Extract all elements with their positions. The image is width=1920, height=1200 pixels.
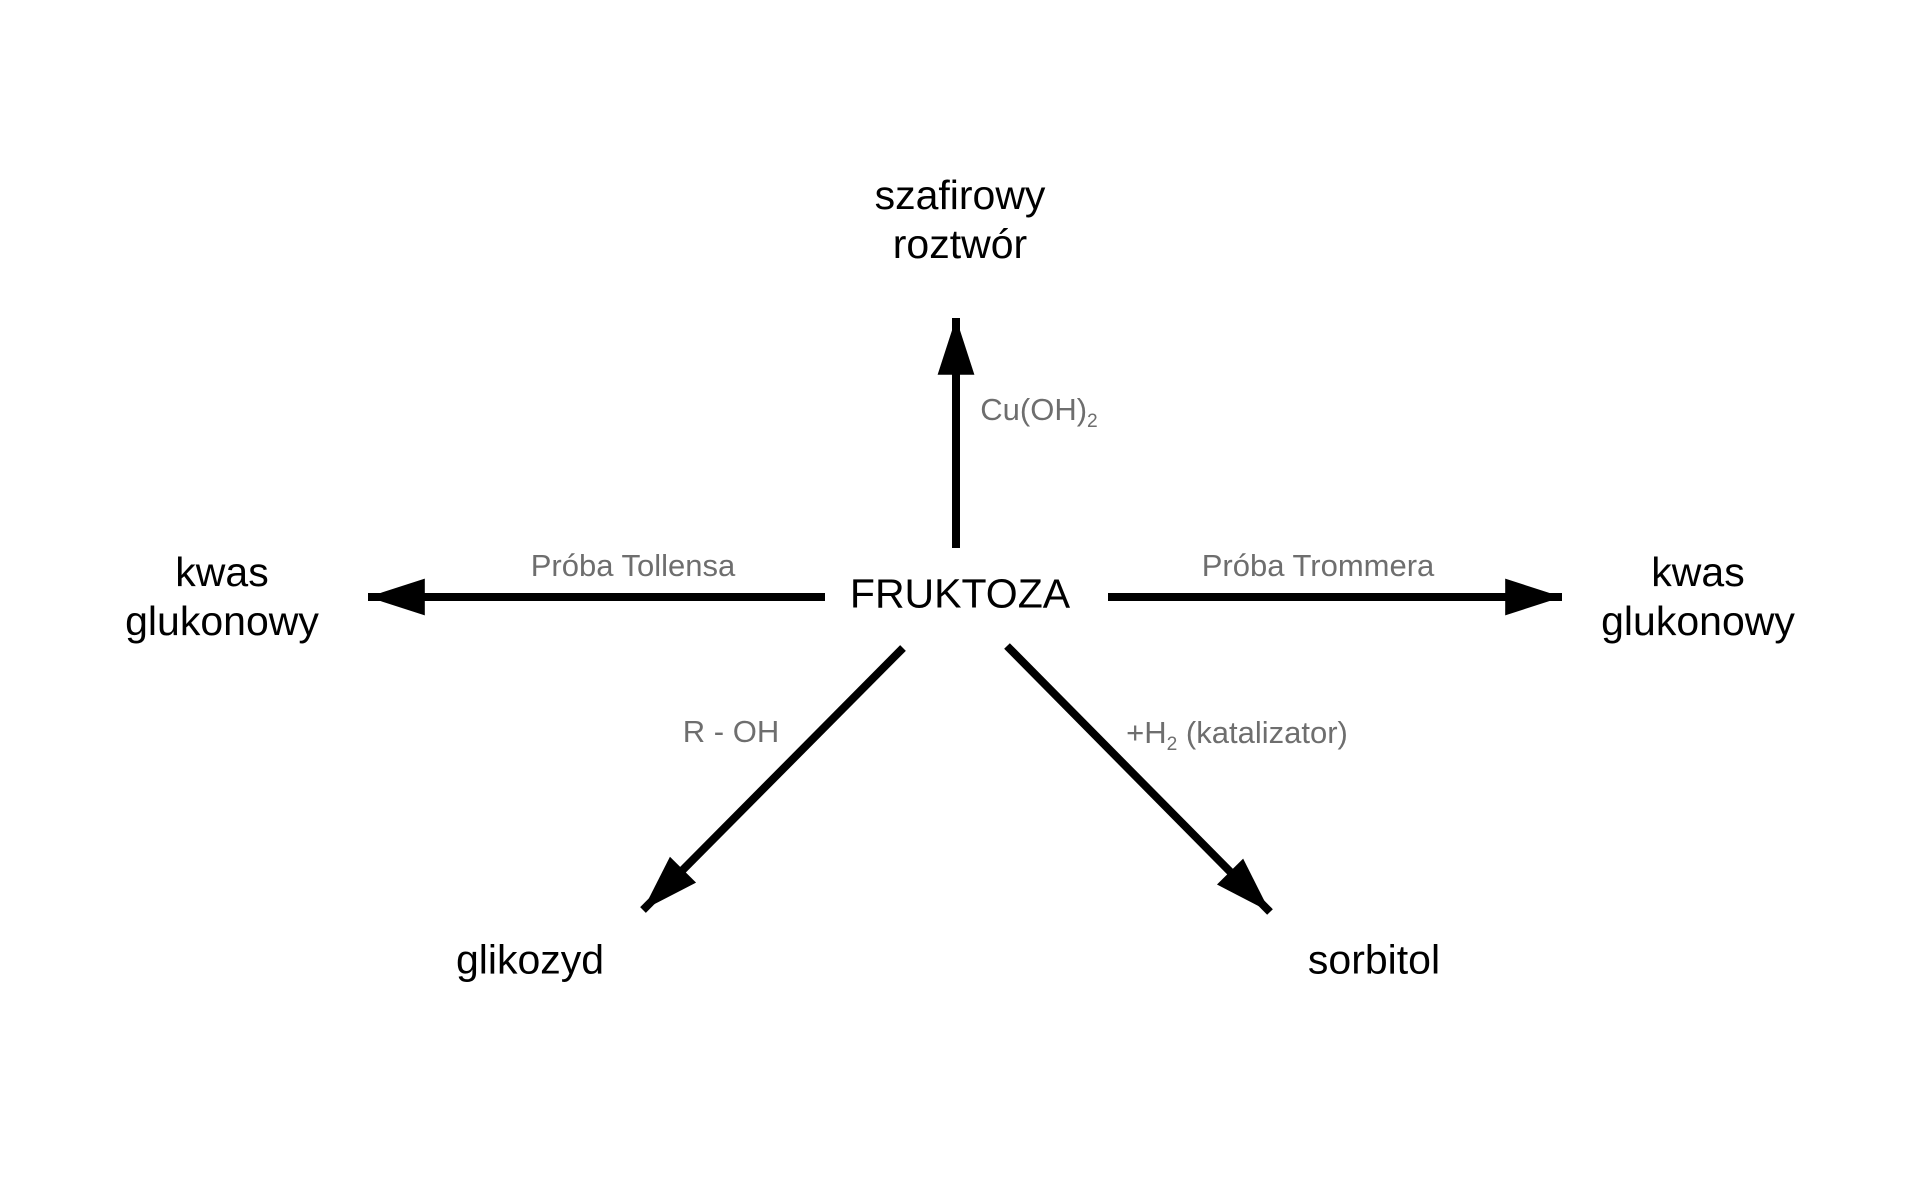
edge-label-h2-katalizator-subscript: 2 bbox=[1166, 733, 1178, 755]
node-szafirowy-roztwor-line2: roztwór bbox=[892, 221, 1028, 267]
node-sorbitol: sorbitol bbox=[1308, 936, 1440, 985]
edge-label-proba-tollensa: Próba Tollensa bbox=[531, 548, 736, 584]
arrow-to-glikozyd bbox=[640, 645, 906, 913]
node-kwas-glukonowy-right: kwas glukonowy bbox=[1601, 548, 1795, 646]
node-kwas-glukonowy-left: kwas glukonowy bbox=[125, 548, 319, 646]
node-kwas-glukonowy-right-line2: glukonowy bbox=[1601, 598, 1795, 644]
node-kwas-glukonowy-left-line2: glukonowy bbox=[125, 598, 319, 644]
node-szafirowy-roztwor-line1: szafirowy bbox=[874, 172, 1046, 218]
edge-label-h2-katalizator-post: (katalizator) bbox=[1177, 715, 1348, 750]
node-glikozyd-label: glikozyd bbox=[455, 936, 605, 983]
node-glikozyd: glikozyd bbox=[456, 936, 604, 985]
edge-label-cu-oh-2-subscript: 2 bbox=[1087, 410, 1098, 432]
node-fruktoza: FRUKTOZA bbox=[850, 570, 1070, 619]
node-kwas-glukonowy-right-line1: kwas bbox=[1651, 549, 1745, 595]
node-kwas-glukonowy-left-line1: kwas bbox=[175, 549, 269, 595]
edge-label-proba-trommera-text: Próba Trommera bbox=[1201, 548, 1435, 583]
arrow-to-sorbitol bbox=[1004, 643, 1273, 915]
node-szafirowy-roztwor: szafirowy roztwór bbox=[875, 171, 1046, 269]
edge-label-r-oh: R - OH bbox=[683, 714, 779, 750]
edge-label-cu-oh-2: Cu(OH)2 bbox=[980, 392, 1097, 431]
edge-label-h2-katalizator-pre: +H bbox=[1126, 715, 1167, 750]
edge-label-h2-katalizator: +H2 (katalizator) bbox=[1126, 715, 1348, 754]
edge-label-proba-trommera: Próba Trommera bbox=[1202, 548, 1435, 584]
edge-label-proba-tollensa-text: Próba Tollensa bbox=[530, 548, 736, 583]
edge-label-r-oh-text: R - OH bbox=[682, 714, 780, 749]
edge-label-cu-oh-2-main: Cu(OH) bbox=[980, 392, 1088, 427]
node-fruktoza-label: FRUKTOZA bbox=[849, 570, 1071, 617]
node-sorbitol-label: sorbitol bbox=[1307, 936, 1441, 983]
